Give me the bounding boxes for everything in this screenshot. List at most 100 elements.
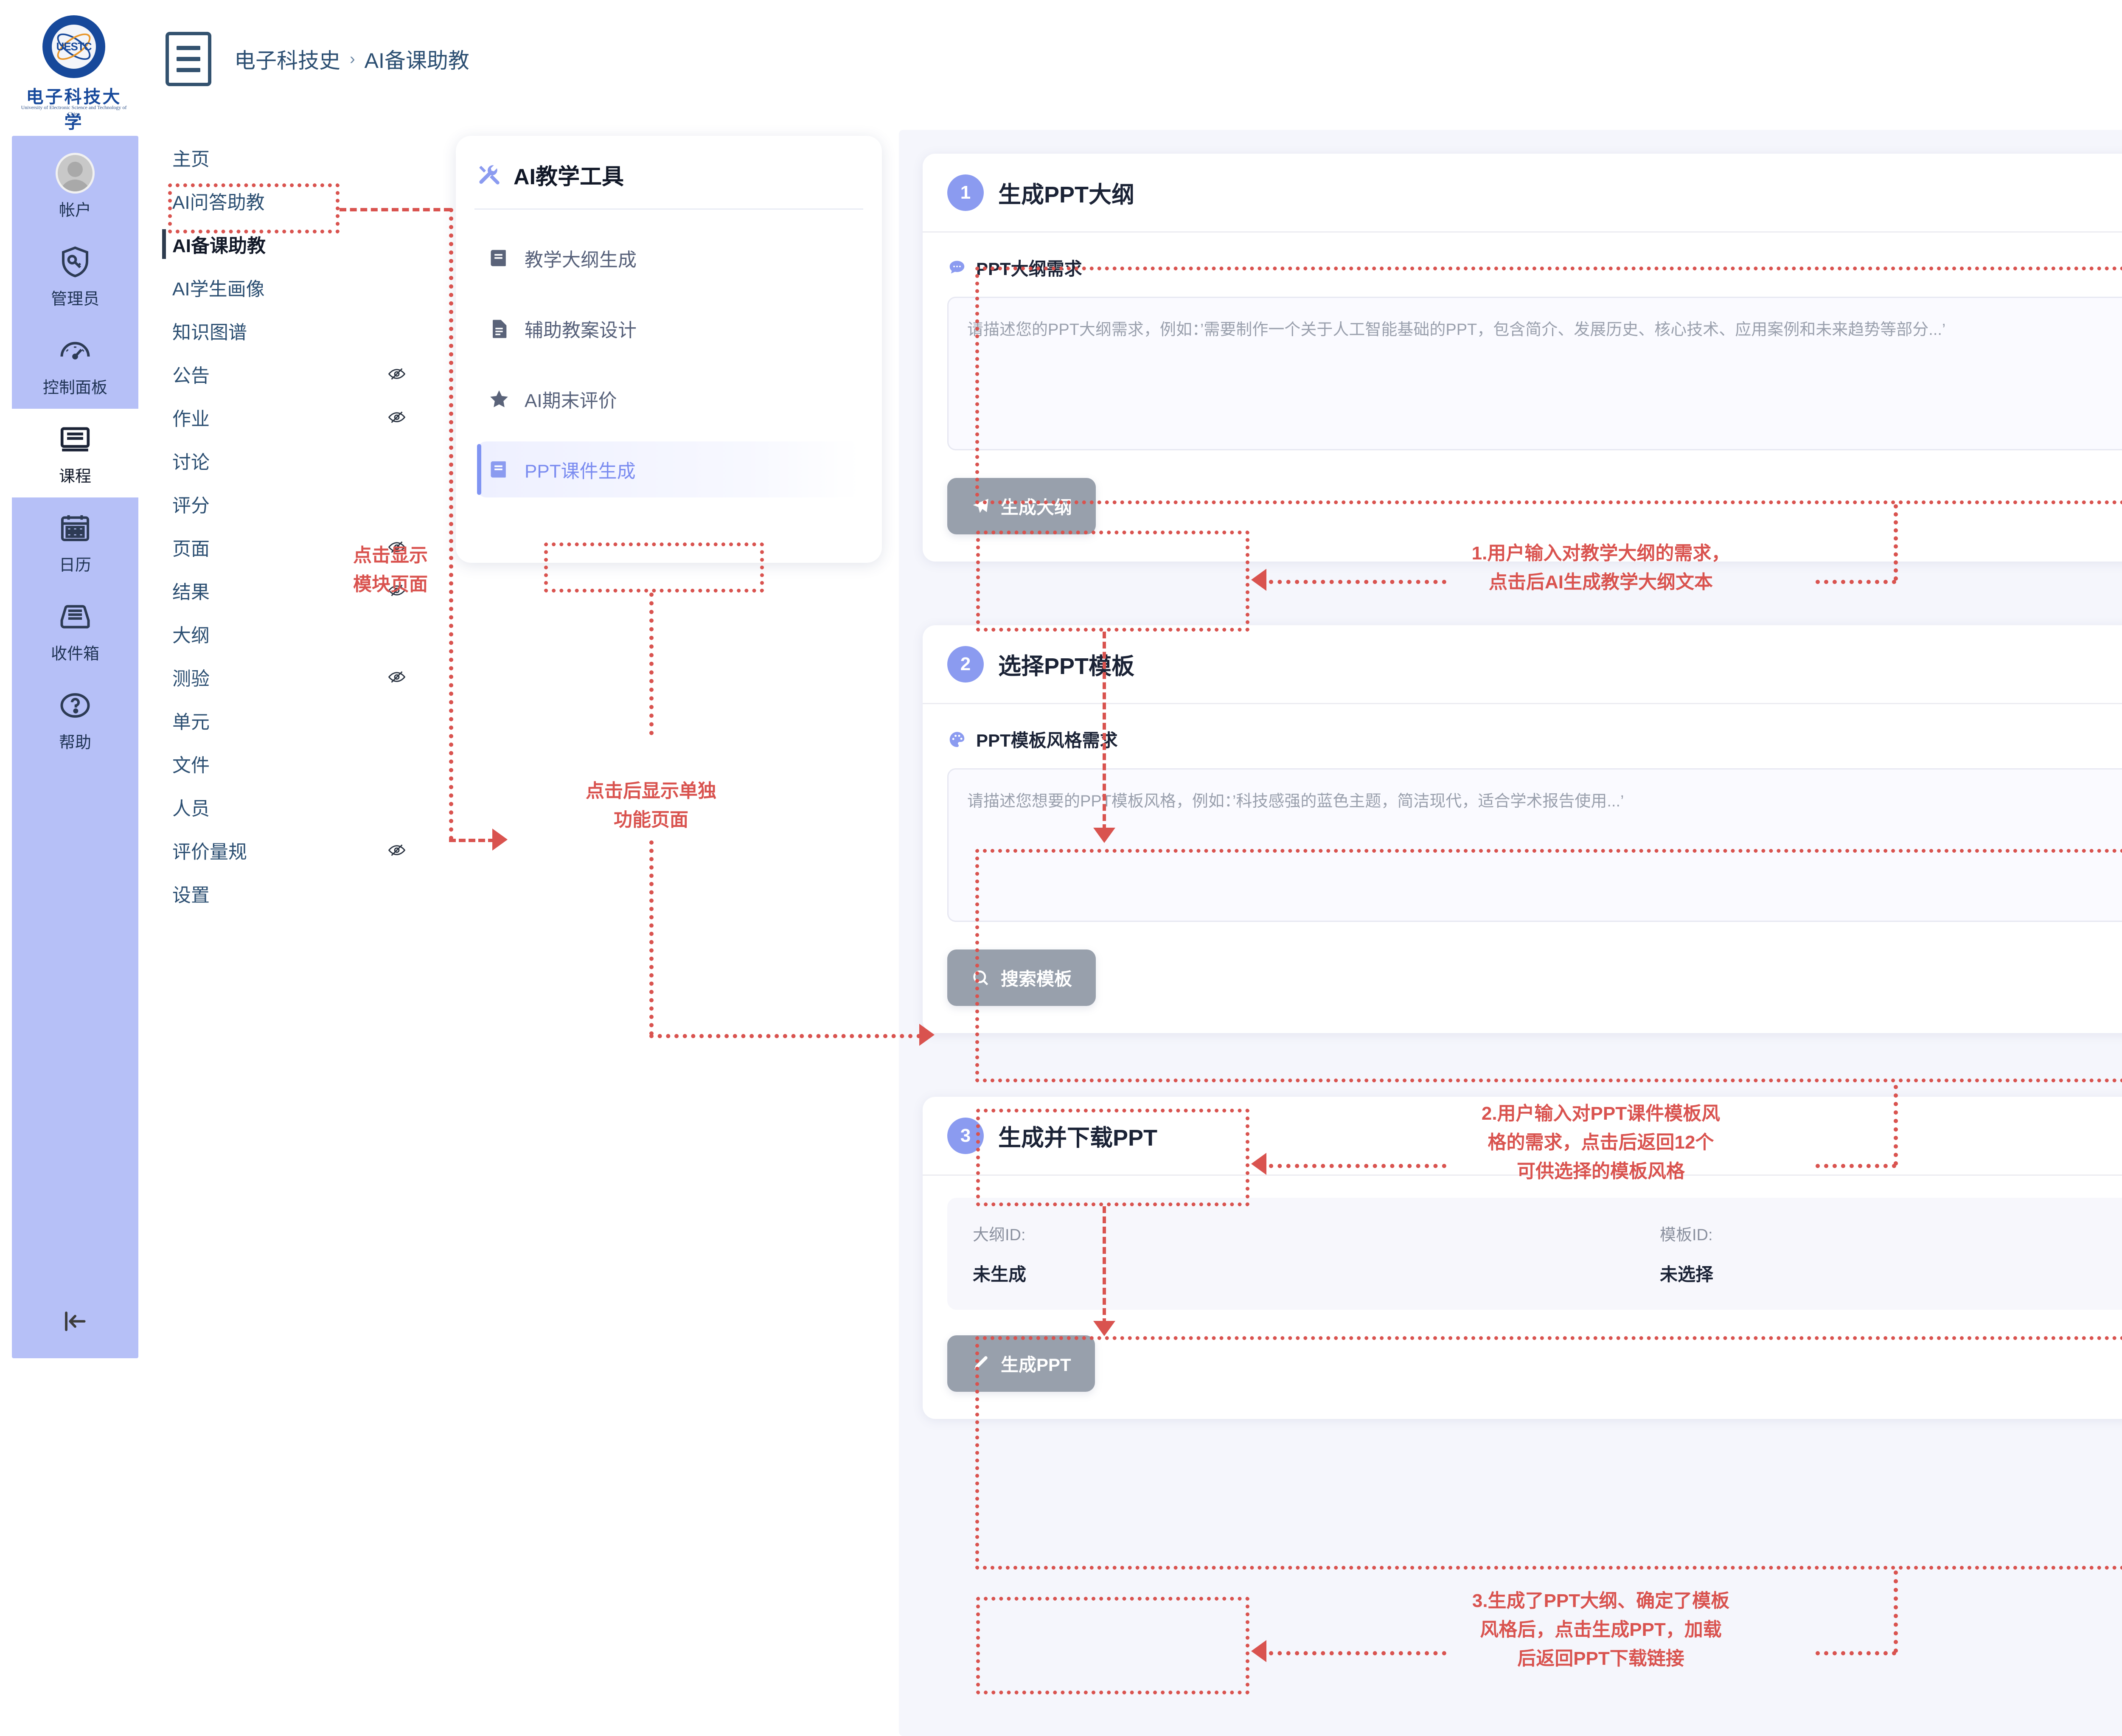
divider bbox=[474, 208, 863, 210]
question-circle-icon bbox=[56, 686, 95, 725]
sidebar-item-label: AI学生画像 bbox=[172, 279, 265, 300]
search-template-button[interactable]: 搜索模板 bbox=[947, 949, 1096, 1006]
ai-tools-title-text: AI教学工具 bbox=[514, 165, 624, 189]
book-icon bbox=[491, 250, 506, 267]
ai-tools-column: AI教学工具 教学大纲生成 辅助教案设计 bbox=[445, 118, 899, 1736]
sidebar-item-outcomes[interactable]: 结果 bbox=[148, 569, 445, 612]
step-number-badge: 2 bbox=[947, 646, 984, 683]
breadcrumb-item-course[interactable]: 电子科技史 bbox=[234, 49, 340, 73]
sidebar-item-ai-lesson-prep[interactable]: AI备课助教 bbox=[148, 222, 445, 266]
sidebar-item-label: 文件 bbox=[172, 755, 210, 776]
dashboard-icon bbox=[56, 331, 95, 370]
sidebar-item-label: 大纲 bbox=[172, 625, 210, 646]
global-nav-item-help[interactable]: 帮助 bbox=[12, 675, 138, 764]
global-nav-item-courses[interactable]: 课程 bbox=[12, 409, 138, 497]
collapse-left-icon[interactable] bbox=[12, 1306, 138, 1337]
tool-item-lesson-plan-design[interactable]: 辅助教案设计 bbox=[477, 301, 861, 357]
star-icon bbox=[490, 390, 508, 407]
sidebar-item-discussions[interactable]: 讨论 bbox=[148, 439, 445, 482]
inbox-icon bbox=[56, 597, 95, 636]
breadcrumb-separator-icon: › bbox=[350, 50, 355, 68]
tool-item-label: AI期末评价 bbox=[525, 390, 617, 411]
eye-off-icon bbox=[388, 844, 406, 856]
uestc-mark-text: UESTC bbox=[56, 40, 92, 53]
tool-item-label: PPT课件生成 bbox=[525, 461, 636, 482]
eye-off-icon bbox=[388, 368, 406, 380]
sidebar-item-label: 设置 bbox=[172, 885, 210, 906]
sidebar-item-ai-student-profile[interactable]: AI学生画像 bbox=[148, 266, 445, 309]
sidebar-item-settings[interactable]: 设置 bbox=[148, 872, 445, 915]
outline-requirement-field: PPT大纲需求 bbox=[947, 233, 2122, 452]
field-label-text: PPT模板风格需求 bbox=[976, 730, 1118, 750]
template-style-textarea[interactable] bbox=[947, 768, 2122, 922]
tool-item-label: 教学大纲生成 bbox=[525, 250, 637, 270]
sidebar-item-files[interactable]: 文件 bbox=[148, 742, 445, 785]
book-icon bbox=[491, 461, 506, 478]
step-title: 选择PPT模板 bbox=[998, 654, 1135, 679]
divider bbox=[923, 703, 2122, 704]
step-actions: 生成PPT bbox=[947, 1310, 2122, 1392]
global-nav-label: 控制面板 bbox=[42, 379, 107, 397]
global-nav-items: 帐户 管理员 控制 bbox=[12, 136, 138, 1358]
sidebar-item-label: 评分 bbox=[172, 495, 210, 516]
sidebar-item-announcements[interactable]: 公告 bbox=[148, 352, 445, 396]
generate-outline-button[interactable]: 生成大纲 bbox=[947, 478, 1096, 534]
hamburger-icon[interactable] bbox=[166, 32, 211, 86]
divider bbox=[923, 1174, 2122, 1176]
outline-id-cell: 大纲ID: 未生成 bbox=[973, 1222, 1660, 1286]
step-number-badge: 1 bbox=[947, 174, 984, 211]
global-nav-item-dashboard[interactable]: 控制面板 bbox=[12, 320, 138, 409]
sidebar-item-modules[interactable]: 单元 bbox=[148, 699, 445, 742]
sidebar-item-label: 评价量规 bbox=[172, 842, 247, 862]
step-header: 1 生成PPT大纲 待完成 bbox=[947, 173, 2122, 212]
sidebar-item-label: 知识图谱 bbox=[172, 322, 247, 343]
pencil-icon bbox=[974, 1356, 988, 1369]
outline-id-label: 大纲ID: bbox=[973, 1226, 1026, 1244]
tool-item-final-evaluation[interactable]: AI期末评价 bbox=[477, 371, 861, 427]
sidebar-item-label: 主页 bbox=[172, 149, 210, 170]
generate-ppt-button[interactable]: 生成PPT bbox=[947, 1335, 1095, 1392]
global-nav-item-admin[interactable]: 管理员 bbox=[12, 231, 138, 320]
sidebar-item-label: 结果 bbox=[172, 582, 210, 603]
global-nav-item-calendar[interactable]: 日历 bbox=[12, 497, 138, 586]
global-nav-label: 课程 bbox=[59, 468, 91, 486]
sidebar-item-label: 讨论 bbox=[172, 452, 210, 473]
body-row: 主页 AI问答助教 AI备课助教 AI学生画像 知识图谱 公告 作业 bbox=[148, 118, 2122, 1736]
sidebar-item-quizzes[interactable]: 测验 bbox=[148, 655, 445, 699]
document-icon bbox=[493, 320, 507, 338]
search-template-label: 搜索模板 bbox=[1001, 969, 1072, 989]
sidebar-item-home[interactable]: 主页 bbox=[148, 136, 445, 179]
step-header: 3 生成并下载PPT 待完成 bbox=[947, 1116, 2122, 1155]
send-icon bbox=[973, 498, 988, 513]
sidebar-item-ai-qa[interactable]: AI问答助教 bbox=[148, 179, 445, 222]
sidebar-item-pages[interactable]: 页面 bbox=[148, 525, 445, 569]
step-header: 2 选择PPT模板 待完成 bbox=[947, 645, 2122, 683]
sidebar-item-syllabus[interactable]: 大纲 bbox=[148, 612, 445, 655]
university-logo: UESTC 电子科技大学 University of Electronic Sc… bbox=[0, 0, 148, 136]
eye-off-icon bbox=[388, 671, 406, 683]
sidebar-item-grades[interactable]: 评分 bbox=[148, 482, 445, 525]
outline-requirement-textarea[interactable] bbox=[947, 297, 2122, 450]
breadcrumb-item-current[interactable]: AI备课助教 bbox=[364, 49, 469, 73]
sidebar-item-knowledge-graph[interactable]: 知识图谱 bbox=[148, 309, 445, 352]
template-id-value: 未选择 bbox=[1660, 1264, 1714, 1284]
global-nav-label: 日历 bbox=[59, 556, 91, 574]
field-label: PPT大纲需求 bbox=[947, 255, 2122, 281]
template-id-label: 模板ID: bbox=[1660, 1226, 1713, 1244]
breadcrumb: 电子科技史 › AI备课助教 bbox=[234, 44, 469, 74]
tool-item-ppt-generation[interactable]: PPT课件生成 bbox=[477, 441, 861, 497]
global-nav-item-inbox[interactable]: 收件箱 bbox=[12, 586, 138, 675]
university-name-cn: 电子科技大学 bbox=[26, 87, 122, 132]
sidebar-item-rubrics[interactable]: 评价量规 bbox=[148, 829, 445, 872]
step-card-3: 3 生成并下载PPT 待完成 大纲ID: 未生成 bbox=[923, 1097, 2122, 1419]
global-nav-item-account[interactable]: 帐户 bbox=[12, 143, 138, 231]
step-number-badge: 3 bbox=[947, 1117, 984, 1154]
sidebar-item-people[interactable]: 人员 bbox=[148, 785, 445, 829]
ppt-workflow-panel[interactable]: 1 生成PPT大纲 待完成 PPT大纲需求 bbox=[899, 130, 2122, 1736]
tool-item-syllabus-generation[interactable]: 教学大纲生成 bbox=[477, 230, 861, 286]
top-bar: 电子科技史 › AI备课助教 bbox=[148, 0, 2122, 118]
step-card-2: 2 选择PPT模板 待完成 bbox=[923, 625, 2122, 1033]
sidebar-item-assignments[interactable]: 作业 bbox=[148, 396, 445, 439]
global-nav-label: 收件箱 bbox=[51, 645, 99, 663]
